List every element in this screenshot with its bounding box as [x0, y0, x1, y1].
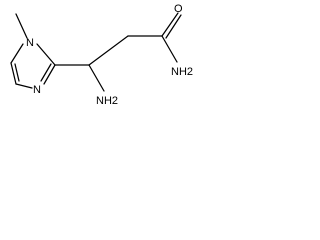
atom-label-amine-nh2: NH2 — [96, 95, 118, 107]
bond-carbonyl-o — [161, 12, 179, 37]
bond-n1-c5 — [10, 43, 24, 64]
bond-n3-c2-double — [40, 63, 52, 82]
bond-n3-c2 — [43, 64, 56, 85]
bond-carbonyl-o-double — [165, 14, 182, 39]
bond-chiral-amine — [88, 64, 105, 92]
bond-c2-n1 — [36, 43, 56, 66]
bond-chiral-ch2 — [88, 35, 129, 66]
atom-label-amide-nh2: NH2 — [171, 66, 193, 78]
bond-carbonyl-amide-n — [161, 35, 178, 63]
atom-label-n1: N — [26, 37, 34, 49]
chemical-structure-diagram: N N O NH2 NH2 — [10, 3, 193, 107]
atom-label-carbonyl-o: O — [174, 3, 183, 15]
bond-n1-methyl — [15, 13, 28, 39]
bond-c4-n3 — [15, 83, 33, 89]
bond-c5-c4-double — [14, 63, 20, 82]
bond-c5-c4 — [10, 62, 17, 85]
atom-label-n3: N — [33, 84, 41, 96]
